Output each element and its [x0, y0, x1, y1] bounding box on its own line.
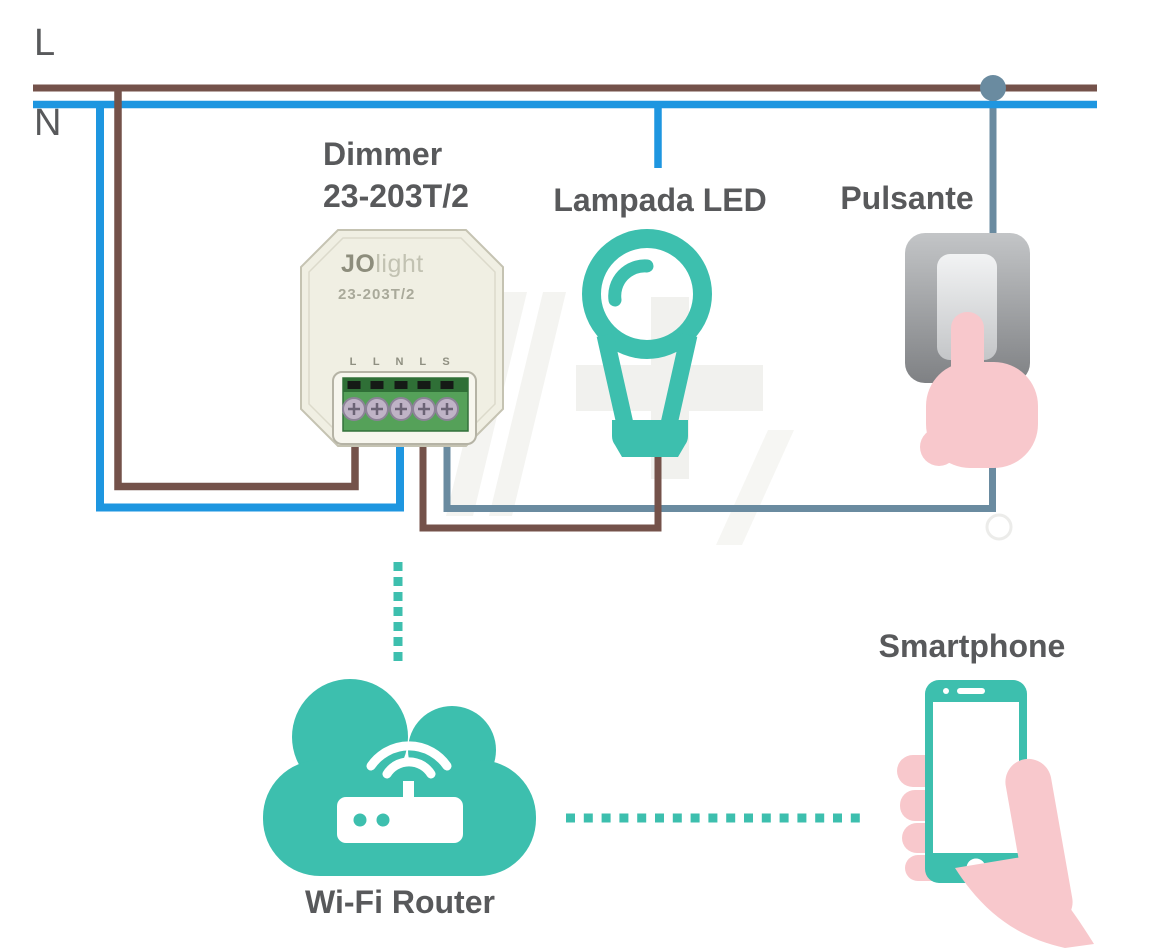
- terminal-label-2: L: [372, 356, 380, 368]
- terminal-screws: [342, 397, 459, 421]
- label-neutral: N: [34, 102, 62, 144]
- live-to-dimmer-wire: [114, 85, 359, 491]
- junction-dot: [980, 75, 1006, 101]
- router-icon: [337, 741, 463, 843]
- switch-wire-lower: [443, 444, 996, 512]
- label-router: Wi-Fi Router: [305, 884, 495, 920]
- device-brand-light: light: [375, 250, 424, 278]
- device-brand: JOlight: [341, 250, 424, 279]
- label-dimmer-name: Dimmer: [323, 136, 443, 172]
- terminal-label-1: L: [349, 356, 357, 368]
- holding-hand-thumb: [955, 758, 1094, 948]
- wifi-router-cloud-icon: [263, 679, 536, 876]
- terminal-labels: L L N L S: [348, 356, 451, 368]
- device-model: 23-203T/2: [338, 286, 416, 303]
- terminal-label-4: L: [419, 356, 427, 368]
- label-lamp: Lampada LED: [553, 182, 767, 218]
- pressing-hand-icon: [920, 312, 1038, 468]
- label-smartphone: Smartphone: [878, 628, 1066, 664]
- dimmer-module-icon: [300, 229, 504, 447]
- label-button: Pulsante: [840, 180, 974, 216]
- terminal-label-3: N: [395, 356, 404, 368]
- terminal-label-5: S: [442, 356, 450, 368]
- label-line: L: [34, 22, 56, 64]
- label-dimmer-model: 23-203T/2: [323, 178, 469, 214]
- dimmer-to-lamp-wire: [419, 444, 662, 532]
- smartphone-in-hand-icon: [897, 680, 1094, 948]
- led-bulb-icon: [582, 229, 712, 457]
- device-brand-bold: JO: [341, 250, 376, 278]
- neutral-to-dimmer-wire: [96, 104, 404, 512]
- terminal-slots: [347, 381, 454, 389]
